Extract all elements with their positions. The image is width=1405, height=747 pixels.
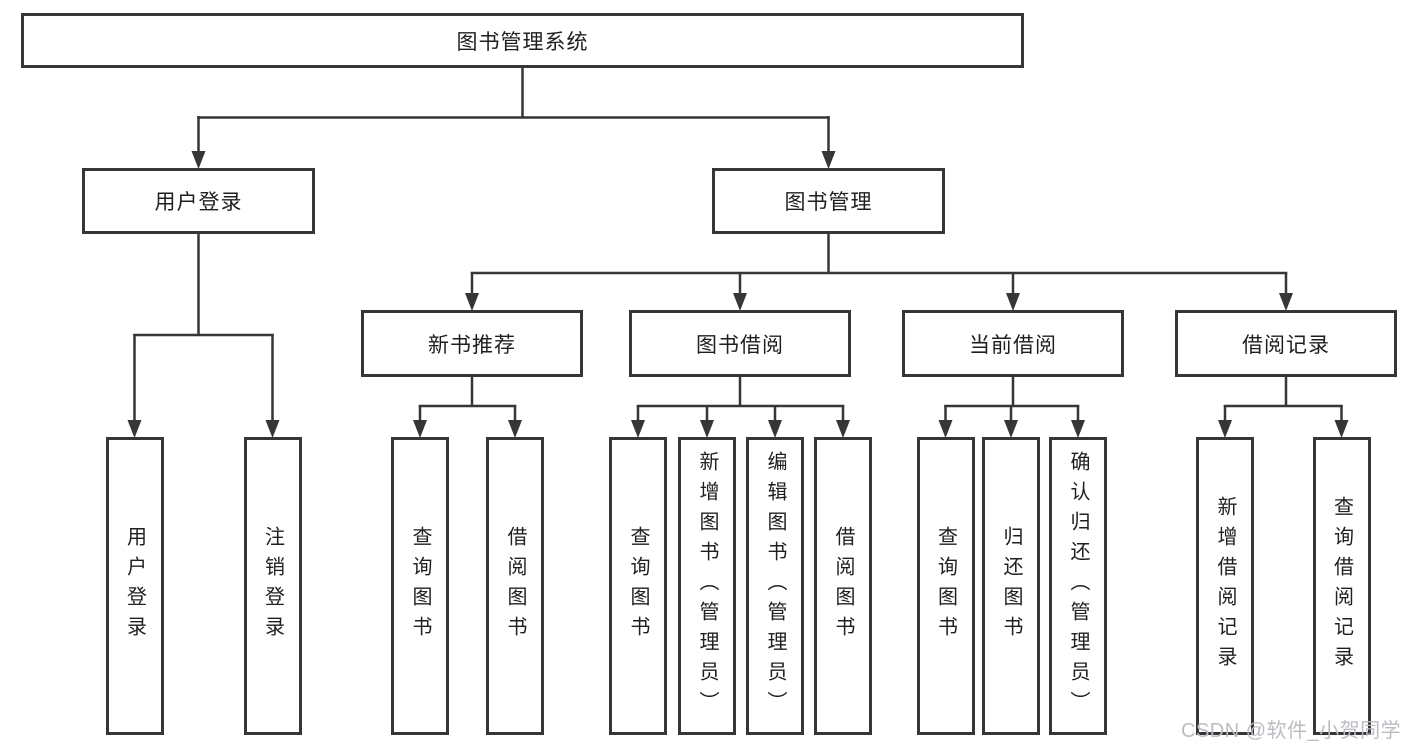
arrowheads bbox=[127, 151, 1349, 438]
node-library-system-label: 图书管理系统 bbox=[456, 30, 589, 54]
node-book-management: 图书管理 bbox=[712, 168, 945, 234]
leaf-logout-label: 注销登录 bbox=[261, 526, 284, 646]
node-book-borrowing-label: 图书借阅 bbox=[696, 333, 784, 357]
leaf-borrowing-borrow-book: 借阅图书 bbox=[814, 437, 872, 735]
leaf-borrowing-add-book-admin-label: 新增图书（管理员） bbox=[696, 451, 718, 721]
node-borrowing-records: 借阅记录 bbox=[1175, 310, 1397, 377]
leaf-current-query-book-label: 查询图书 bbox=[934, 526, 957, 646]
leaf-records-query-record-label: 查询借阅记录 bbox=[1330, 496, 1353, 676]
leaf-current-query-book: 查询图书 bbox=[916, 437, 975, 735]
leaf-recommend-borrow-book-label: 借阅图书 bbox=[504, 526, 526, 646]
node-library-system: 图书管理系统 bbox=[21, 13, 1024, 68]
leaf-logout: 注销登录 bbox=[243, 437, 302, 735]
watermark: CSDN @软件_小贺同学 bbox=[1181, 720, 1402, 742]
leaf-records-query-record: 查询借阅记录 bbox=[1312, 437, 1371, 735]
node-book-borrowing: 图书借阅 bbox=[629, 310, 851, 377]
leaf-recommend-query-book-label: 查询图书 bbox=[409, 526, 431, 646]
node-borrowing-records-label: 借阅记录 bbox=[1242, 333, 1330, 357]
node-current-borrowing: 当前借阅 bbox=[902, 310, 1124, 377]
node-current-borrowing-label: 当前借阅 bbox=[969, 333, 1057, 357]
node-new-book-recommend: 新书推荐 bbox=[361, 310, 583, 377]
leaf-recommend-borrow-book: 借阅图书 bbox=[486, 437, 544, 735]
node-book-management-label: 图书管理 bbox=[784, 191, 873, 214]
leaf-current-return-book-label: 归还图书 bbox=[1000, 526, 1022, 646]
node-new-book-recommend-label: 新书推荐 bbox=[428, 333, 516, 357]
leaf-user-login: 用户登录 bbox=[105, 437, 164, 735]
leaf-current-confirm-return-admin-label: 确认归还（管理员） bbox=[1067, 451, 1089, 721]
leaf-records-add-record: 新增借阅记录 bbox=[1196, 437, 1254, 735]
leaf-recommend-query-book: 查询图书 bbox=[391, 437, 449, 735]
node-user-login-label: 用户登录 bbox=[154, 191, 243, 214]
leaf-user-login-label: 用户登录 bbox=[123, 526, 146, 646]
node-user-login: 用户登录 bbox=[82, 168, 315, 234]
leaf-borrowing-query-book: 查询图书 bbox=[609, 437, 667, 735]
leaf-borrowing-edit-book-admin-label: 编辑图书（管理员） bbox=[764, 451, 786, 721]
leaf-borrowing-add-book-admin: 新增图书（管理员） bbox=[678, 437, 736, 735]
leaf-current-return-book: 归还图书 bbox=[982, 437, 1040, 735]
leaf-borrowing-borrow-book-label: 借阅图书 bbox=[832, 526, 854, 646]
leaf-current-confirm-return-admin: 确认归还（管理员） bbox=[1049, 437, 1107, 735]
leaf-records-add-record-label: 新增借阅记录 bbox=[1214, 496, 1236, 676]
leaf-borrowing-edit-book-admin: 编辑图书（管理员） bbox=[746, 437, 804, 735]
leaf-borrowing-query-book-label: 查询图书 bbox=[627, 526, 649, 646]
